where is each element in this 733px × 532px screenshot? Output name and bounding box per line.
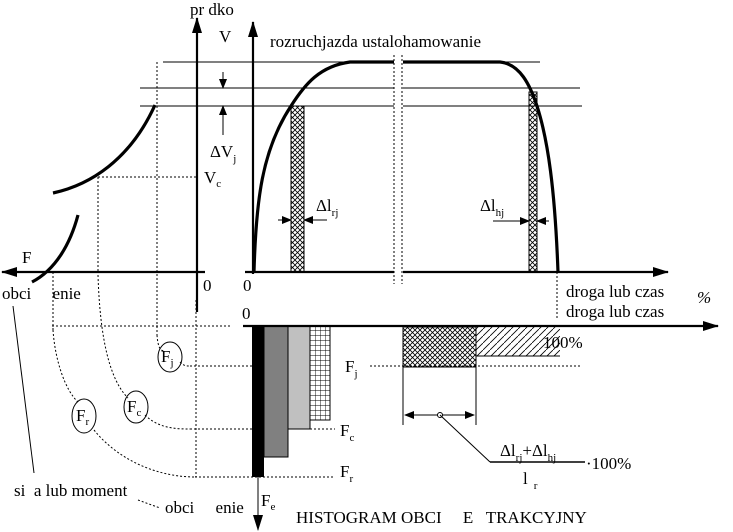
- circle-fc: [123, 390, 149, 424]
- delta-v-label: ΔVj: [210, 142, 236, 165]
- circle-fc-label: Fc: [127, 397, 141, 419]
- speed-axis-symbol: V: [219, 27, 232, 46]
- arc-c-in: [97, 274, 129, 399]
- load-label: obci enie: [165, 498, 244, 517]
- origin-right: 0: [243, 276, 252, 295]
- arc-r-in: [52, 329, 79, 403]
- phases-label: rozruchjazda ustalohamowanie: [270, 32, 481, 51]
- brake-interval-strip: [528, 91, 538, 273]
- speed-profile-chart: pr dko V rozruchjazda ustalohamowanie ΔV…: [1, 0, 711, 335]
- histogram-origin: 0: [242, 304, 251, 323]
- bar-fc: [287, 325, 311, 430]
- arc-r-out: [93, 429, 196, 478]
- bar-dark: [263, 325, 289, 458]
- fr-label: Fr: [340, 462, 353, 485]
- circle-fj-label: Fj: [161, 347, 174, 369]
- circle-fj: [157, 341, 183, 373]
- histogram-title: HISTOGRAM OBCI E TRAKCYJNY: [296, 508, 587, 527]
- force-or-moment-label: si a lub moment: [14, 481, 128, 500]
- histogram-x-label: droga lub czas: [566, 302, 664, 321]
- fc-label: Fc: [340, 421, 354, 444]
- formula-times: ·100%: [586, 454, 631, 473]
- formula-leader: [439, 414, 491, 463]
- axis-break: [394, 55, 403, 285]
- start-interval-strip: [290, 105, 305, 273]
- force-axis-label: obci enie: [2, 284, 81, 303]
- characteristic-curve-upper: [52, 104, 157, 195]
- delta-l-brake-label: Δlhj: [480, 196, 504, 219]
- delta-l-start-label: Δlrj: [316, 196, 338, 219]
- fj-label: Fj: [345, 357, 358, 380]
- speed-curve: [252, 60, 560, 273]
- force-axis-symbol: F: [22, 248, 31, 267]
- origin-left: 0: [203, 276, 212, 295]
- fe-label: Fe: [261, 491, 275, 513]
- duty-crosshatch-block: [402, 326, 477, 368]
- circle-fr: [71, 398, 97, 434]
- distance-axis-label: droga lub czas: [566, 282, 664, 301]
- percent-sign: %: [697, 288, 711, 307]
- circle-fr-label: Fr: [76, 406, 89, 428]
- load-label-leader: [137, 499, 161, 509]
- formula-numerator: Δlrj+Δlhj: [500, 441, 556, 464]
- vc-label: Vc: [204, 168, 221, 190]
- hundred-percent-label: 100%: [543, 333, 583, 352]
- speed-axis-title: pr dko: [190, 0, 234, 19]
- duty-hatched-block: [476, 327, 560, 356]
- bar-fj: [309, 325, 331, 421]
- arc-c-out: [144, 414, 191, 430]
- characteristic-curve-lower: [31, 214, 80, 284]
- force-label-leader: [12, 305, 35, 474]
